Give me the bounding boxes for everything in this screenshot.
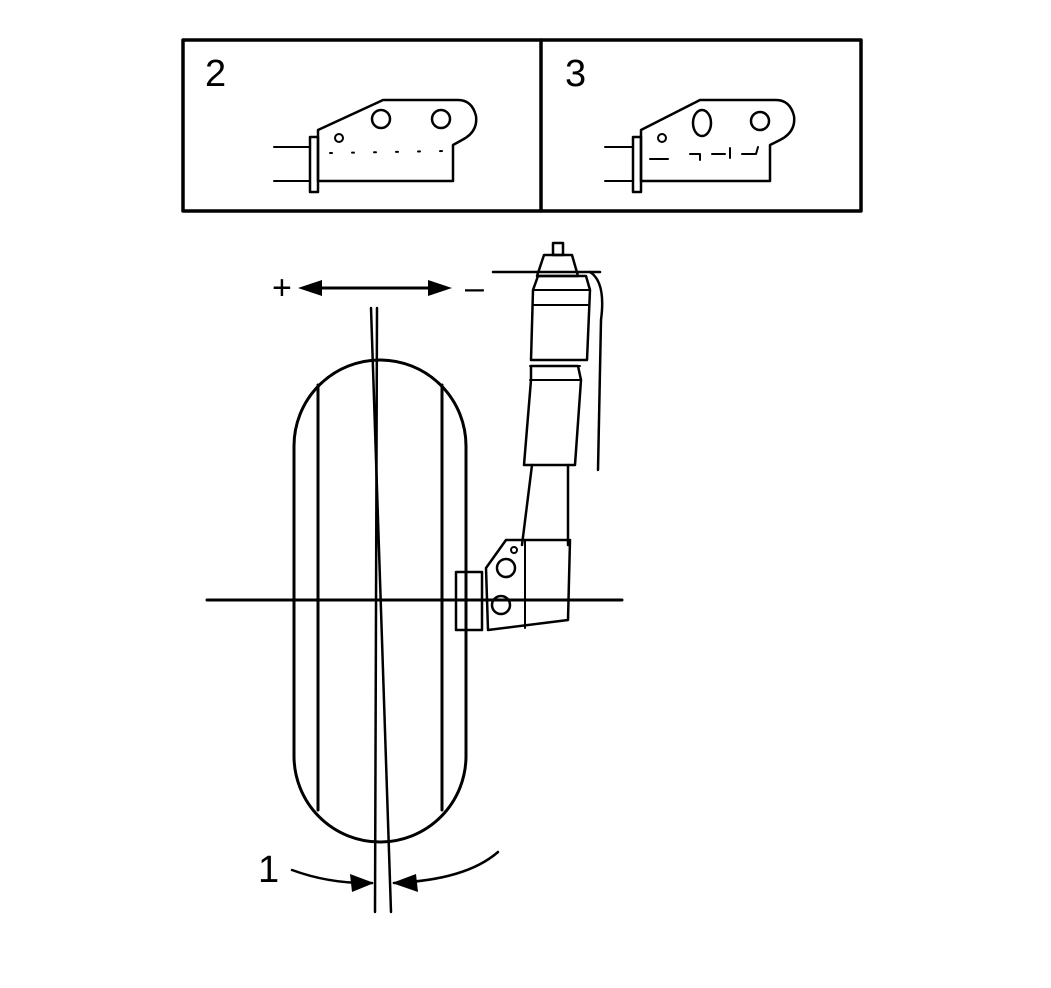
inset-panel-3: 3 [565, 53, 796, 194]
inset-panels: 2 3 [181, 38, 863, 213]
panel-2-label: 2 [205, 53, 226, 95]
plus-sign: + [272, 269, 292, 307]
callout-1-label: 1 [258, 849, 279, 891]
panel-2-bracket-drawing [273, 98, 478, 194]
strut-assembly [454, 241, 604, 632]
tilted-wheel-centerline [373, 306, 379, 914]
inset-frame [181, 38, 863, 213]
reference-lines [205, 306, 624, 914]
camber-angle-callout: 1 [258, 849, 500, 892]
panel-3-bracket-drawing [604, 98, 796, 194]
camber-direction-arrow: + – [272, 269, 484, 307]
vertical-reference-line [369, 306, 393, 914]
inset-panel-2: 2 [205, 53, 478, 194]
panel-3-label: 3 [565, 53, 586, 95]
minus-sign: – [465, 269, 484, 307]
